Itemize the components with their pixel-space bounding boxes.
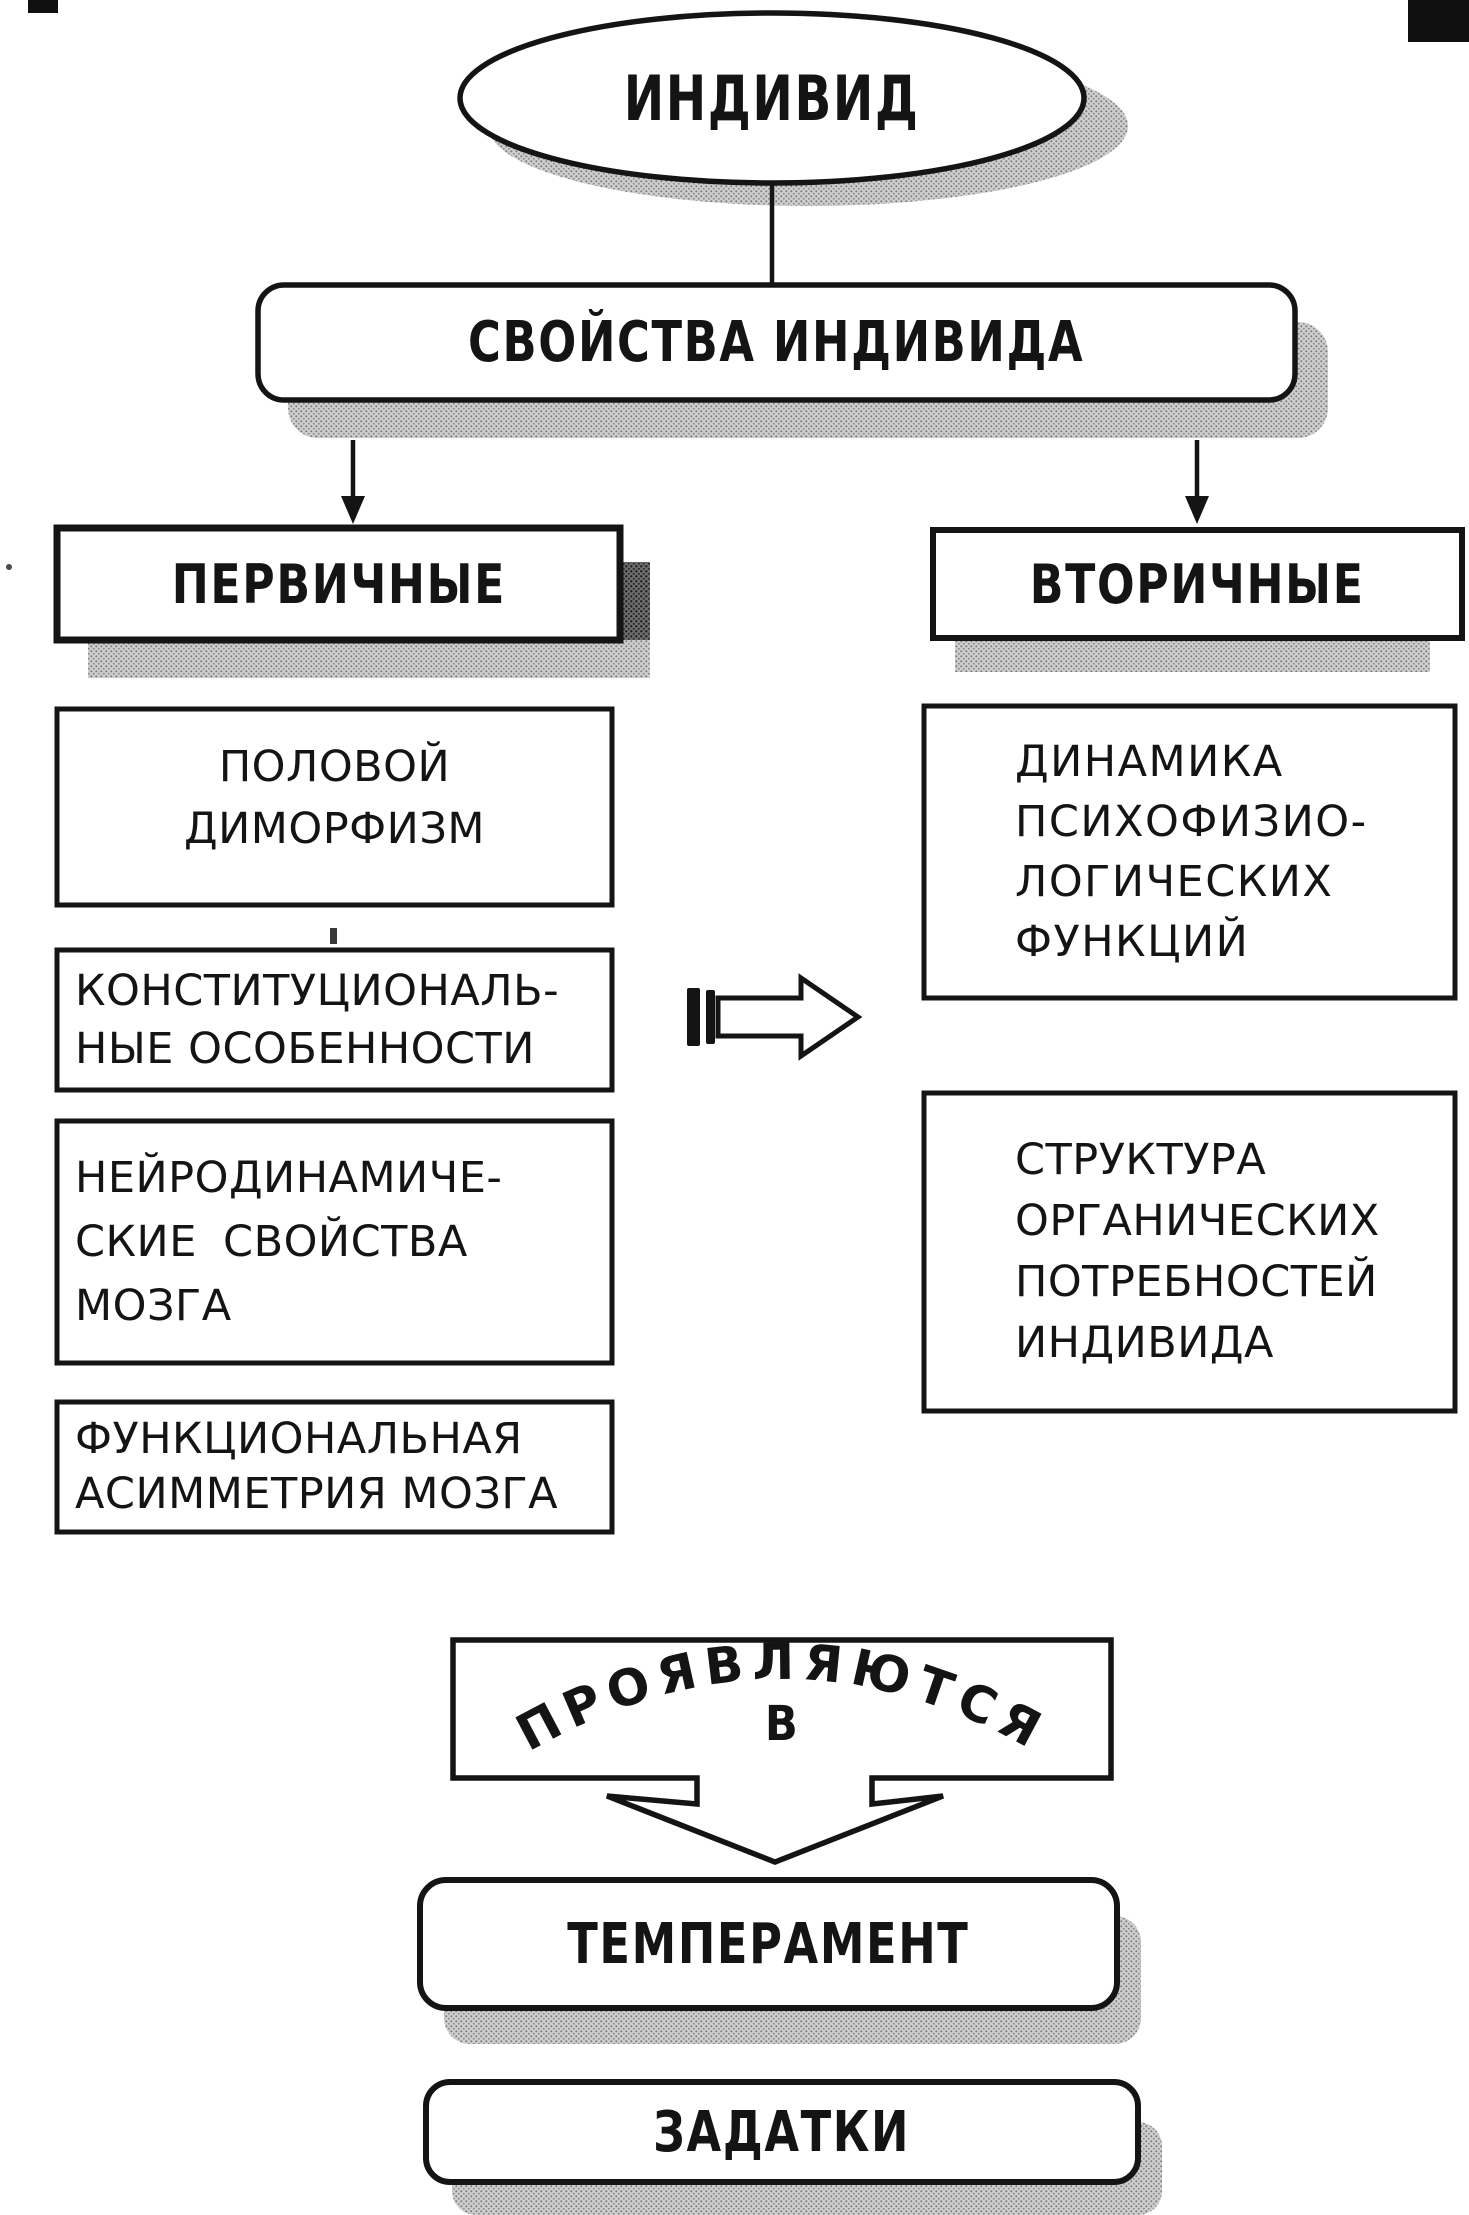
primary-box	[53, 524, 624, 644]
primary-item-neurodynamic-properties: НЕЙРОДИНАМИЧЕ- СКИЕ СВОЙСТВА МОЗГА	[75, 1153, 503, 1331]
arrow-to-secondary-head	[1185, 496, 1209, 524]
primary-item-functional-asymmetry: ФУНКЦИОНАЛЬНАЯ АСИММЕТРИЯ МОЗГА	[75, 1414, 559, 1519]
root-node-label: ИНДИВИД	[624, 62, 920, 135]
inclinations-box	[423, 2079, 1141, 2185]
primary-box-shadow-bottom	[88, 640, 650, 678]
secondary-box	[930, 527, 1465, 641]
primary-item-box-3	[54, 1118, 615, 1366]
scan-dot	[6, 564, 12, 570]
middle-arrow-tail-bar-2	[706, 990, 715, 1044]
properties-box	[255, 282, 1298, 403]
banner-down-arrow-shape	[450, 1637, 1114, 1865]
temperament-box	[417, 1877, 1120, 2011]
secondary-item-box-1	[921, 703, 1458, 1001]
secondary-branch-label: ВТОРИЧНЫЕ	[1030, 552, 1365, 616]
outcome-temperament-label: ТЕМПЕРАМЕНТ	[567, 1911, 970, 1977]
primary-branch-label: ПЕРВИЧНЫЕ	[171, 552, 506, 616]
primary-item-constitutional-features: КОНСТИТУЦИОНАЛЬ- НЫЕ ОСОБЕННОСТИ	[75, 966, 560, 1074]
middle-arrow-right-icon	[715, 973, 863, 1061]
primary-item-box-4	[54, 1399, 615, 1535]
primary-item-sexual-dimorphism: ПОЛОВОЙ ДИМОРФИЗМ	[184, 742, 485, 854]
secondary-item-psychophysiological-dynamics: ДИНАМИКА ПСИХОФИЗИО- ЛОГИЧЕСКИХ ФУНКЦИЙ	[1015, 737, 1368, 967]
secondary-item-organic-needs-structure: СТРУКТУРА ОРГАНИЧЕСКИХ ПОТРЕБНОСТЕЙ ИНДИ…	[1015, 1135, 1380, 1368]
primary-item-box-1	[54, 706, 615, 908]
secondary-box-shadow-bottom	[955, 638, 1430, 672]
middle-arrow-tail-bar-1	[687, 988, 700, 1046]
properties-node-label: СВОЙСТВА ИНДИВИДА	[468, 310, 1085, 375]
secondary-item-box-2	[921, 1090, 1458, 1414]
primary-item-box-2	[54, 947, 615, 1093]
scan-artifact-top-right	[1408, 0, 1469, 42]
scan-speck	[330, 928, 337, 944]
arrow-to-primary-head	[341, 496, 365, 524]
outcome-inclinations-label: ЗАДАТКИ	[653, 2099, 911, 2165]
scan-artifact-top-left	[28, 0, 58, 13]
banner-preposition-label: В	[764, 1696, 800, 1752]
